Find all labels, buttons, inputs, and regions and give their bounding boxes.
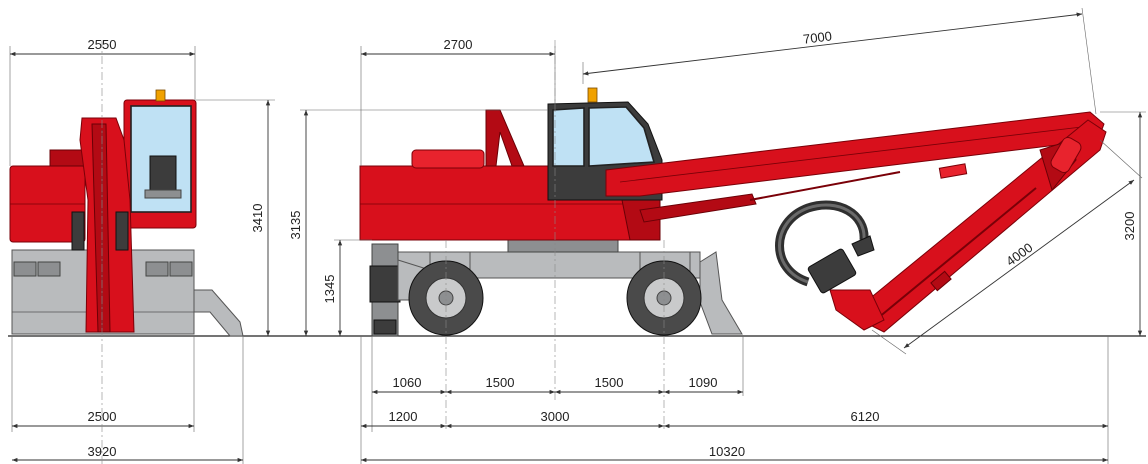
dim-side-ground-clear: 1345	[322, 275, 337, 304]
dim-side-tail: 2700	[444, 37, 473, 52]
dim-seg-outrigger: 1060	[393, 375, 422, 390]
front-blade	[193, 289, 244, 337]
dim-stick-height: 3200	[1122, 212, 1137, 241]
front-view	[9, 89, 244, 337]
side-cab-glass	[552, 107, 585, 167]
dim-seg-rear: 1200	[389, 409, 418, 424]
dim-overall-length: 10320	[709, 444, 745, 459]
dim-wheelbase: 3000	[541, 409, 570, 424]
dim-reach-arm: 7000	[802, 28, 833, 46]
dim-front-track: 2500	[88, 409, 117, 424]
side-dimensions: 2700 3135 1345 7000 3200 4000 1060	[288, 7, 1146, 464]
side-blade	[699, 251, 743, 335]
dim-stick-length: 4000	[1003, 240, 1035, 269]
dim-seg-half-wb-1: 1500	[486, 375, 515, 390]
side-rotator	[829, 289, 885, 331]
side-view	[359, 87, 1107, 337]
side-cab-guard	[485, 109, 525, 167]
dim-front-reach: 6120	[851, 409, 880, 424]
dim-front-height: 3410	[250, 204, 265, 233]
dim-seg-blade: 1090	[689, 375, 718, 390]
dim-side-cab-height: 3135	[288, 211, 303, 240]
dim-seg-half-wb-2: 1500	[595, 375, 624, 390]
front-dimensions: 2550 3410 2500 3920	[9, 37, 275, 464]
